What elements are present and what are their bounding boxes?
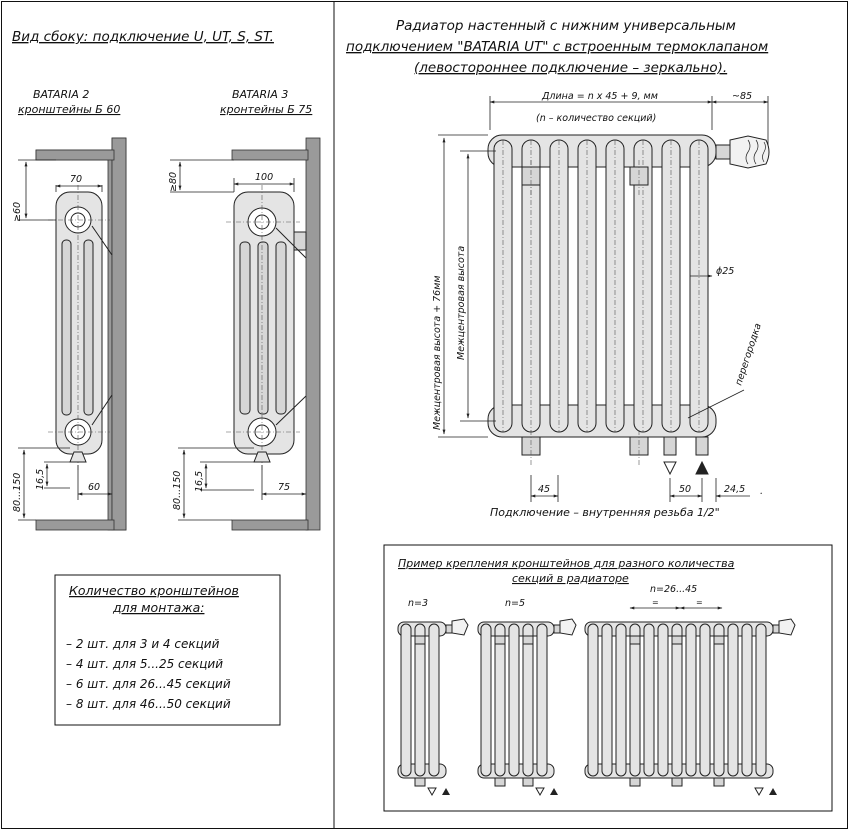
bataria2-name: BATARIA 2 (33, 88, 89, 101)
bataria3-width: 100 (255, 172, 273, 183)
example-eq: = (696, 598, 703, 607)
example-n5-label: n=5 (505, 598, 525, 609)
section-diameter: ϕ25 (716, 266, 734, 277)
bataria3-depth: 75 (278, 482, 290, 493)
example-title-line2: секций в радиаторе (512, 572, 629, 585)
bataria2-offset: 16,5 (35, 469, 46, 490)
side-view-title: Вид сбоку: подключение U, UT, S, ST. (12, 29, 274, 45)
mini-thermostat-icon (451, 618, 469, 636)
bataria3-name: BATARIA 3 (232, 88, 288, 101)
qty-title-line2: для монтажа: (112, 600, 204, 615)
bataria2-top-min: ≥60 (12, 202, 23, 222)
return-arrow-icon (695, 460, 709, 475)
mini-thermostat-icon (559, 618, 577, 636)
thermostatic-head-icon (729, 135, 770, 169)
example-n26-label: n=26...45 (650, 584, 697, 595)
section-pitch: 45 (538, 484, 550, 495)
length-formula: Длина = n х 45 + 9, мм (541, 91, 658, 102)
center-height-plus-label: Межцентровая высота + 76мм (432, 275, 443, 430)
bataria3-bracket: кронтейны Б 75 (220, 103, 312, 116)
supply-arrow-icon (663, 461, 677, 476)
radiator-front-view (487, 134, 770, 476)
example-n3-label: n=3 (408, 598, 428, 609)
qty-item: – 8 шт. для 46...50 секций (66, 697, 231, 711)
example-eq: = (652, 598, 659, 607)
bataria3-offset: 16,5 (194, 471, 205, 492)
connection-thread-note: Подключение – внутренняя резьба 1/2" (490, 506, 720, 519)
bataria2-bracket: кронштейны Б 60 (18, 103, 120, 116)
main-title-line1: Радиатор настенный с нижним универсальны… (396, 18, 736, 34)
valve-dimension: ~85 (732, 91, 752, 102)
qty-item: – 2 шт. для 3 и 4 секций (66, 637, 220, 651)
bataria3-side-view: BATARIA 3 кронтейны Б 75 100 ≥80 80...15… (168, 88, 321, 531)
dimension-dot: . (760, 486, 763, 497)
mini-thermostat-icon (778, 618, 796, 636)
bataria3-bottom-range: 80...150 (172, 471, 183, 510)
example-title-line1: Пример крепления кронштейнов для разного… (398, 557, 735, 570)
bataria2-width: 70 (70, 174, 82, 185)
bataria2-side-view: BATARIA 2 кронштейны Б 60 70 ≥60 (12, 88, 127, 531)
bataria2-bottom-range: 80...150 (12, 473, 23, 512)
qty-item: – 4 шт. для 5...25 секций (66, 657, 223, 671)
center-height-label: Межцентровая высота (456, 246, 467, 360)
sections-note: (n – количество секций) (536, 113, 656, 124)
bracket-example-box: Пример крепления кронштейнов для разного… (383, 544, 833, 812)
bataria2-depth: 60 (88, 482, 100, 493)
partition-label: перегородка (733, 322, 764, 387)
connection-offset: 24,5 (724, 484, 745, 495)
connection-distance: 50 (679, 484, 691, 495)
bataria3-top-min: ≥80 (168, 172, 179, 192)
main-title-line3: (левостороннее подключение – зеркально). (414, 60, 727, 76)
qty-title-line1: Количество кронштейнов (69, 583, 239, 598)
main-title-line2: подключением "BATARIA UT" с встроенным т… (346, 39, 768, 55)
qty-item: – 6 шт. для 26...45 секций (66, 677, 231, 691)
bracket-quantity-box: Количество кронштейнов для монтажа: – 2 … (54, 574, 281, 726)
